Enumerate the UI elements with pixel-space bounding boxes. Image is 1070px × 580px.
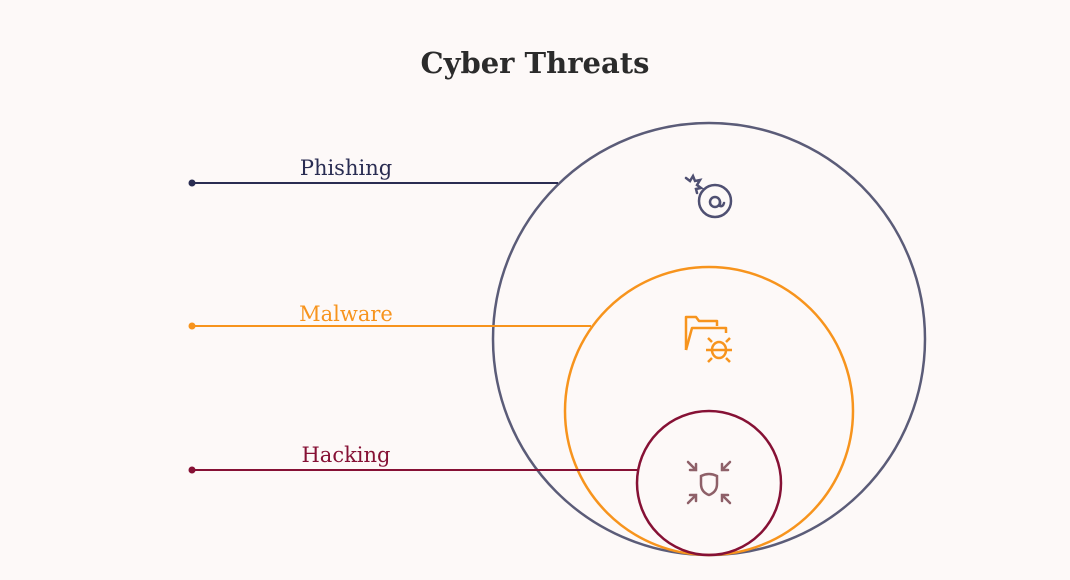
shield-compress-icon (686, 460, 732, 505)
hacking-dot (188, 466, 196, 474)
phishing-label: Phishing (299, 156, 393, 180)
phishing-dot (188, 179, 196, 187)
malware-label: Malware (299, 302, 393, 326)
hacking-circle (635, 409, 783, 557)
diagram-title: Cyber Threats (420, 46, 650, 80)
hacking-label: Hacking (301, 443, 391, 467)
email-bomb-icon (684, 173, 733, 219)
infected-folder-icon (684, 315, 732, 363)
malware-dot (188, 322, 196, 330)
